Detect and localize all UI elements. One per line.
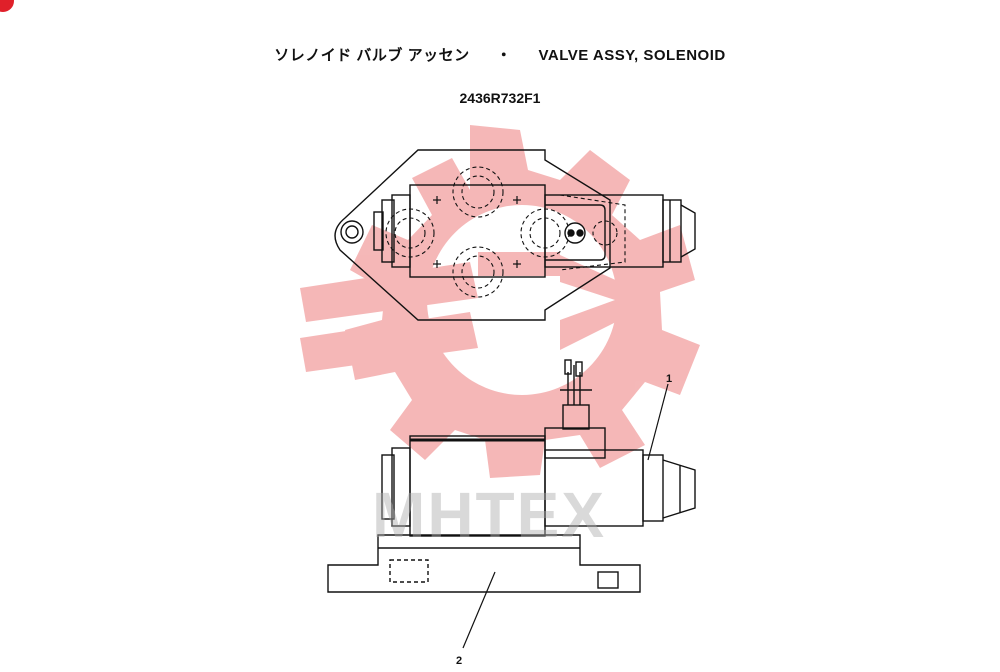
drawing-title: ソレノイド バルブ アッセン ・ VALVE ASSY, SOLENOID	[0, 44, 1000, 65]
callout-2: 2	[456, 655, 462, 667]
alignment-marks	[433, 196, 521, 268]
title-english: VALVE ASSY, SOLENOID	[538, 47, 726, 64]
base-plate-side	[327, 534, 641, 593]
connector-housing	[544, 427, 606, 459]
title-japanese: ソレノイド バルブ アッセン	[274, 47, 470, 64]
watermark-text: MHTEX	[372, 479, 606, 551]
side-view	[327, 359, 696, 593]
callout-1: 1	[666, 373, 672, 385]
watermark-gear-logo	[300, 125, 700, 478]
mounting-hole	[340, 220, 364, 244]
part-number: 2436R732F1	[459, 90, 541, 106]
leader-lines	[462, 383, 669, 649]
hidden-ports	[385, 166, 626, 298]
corner-badge	[0, 0, 14, 12]
connector-top	[564, 222, 586, 244]
top-view	[334, 149, 696, 321]
title-separator: ・	[496, 47, 512, 64]
right-end-cap	[662, 199, 682, 263]
top-view-base-plate	[334, 149, 611, 321]
